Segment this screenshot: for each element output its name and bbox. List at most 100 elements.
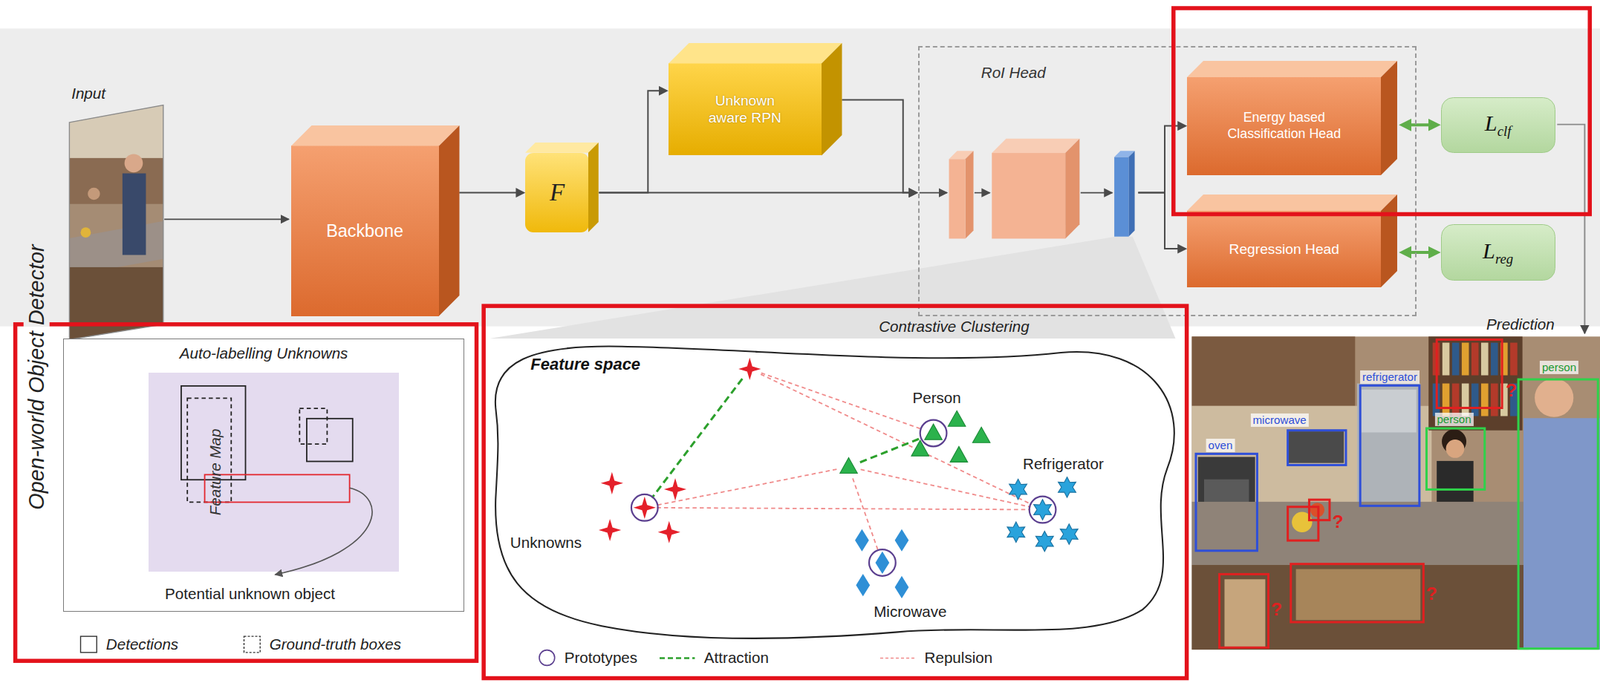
- legend-sample: [242, 635, 262, 655]
- node-label: Energy based Classification Head: [1222, 109, 1346, 142]
- text-label: refrigerator: [1360, 370, 1420, 385]
- person-sample: [840, 458, 858, 474]
- photo-book: [1471, 384, 1479, 417]
- label-anchor: Potential unknown object: [164, 584, 336, 604]
- feature-map-figure: [148, 372, 399, 572]
- label-anchor: Input: [71, 84, 106, 104]
- cube-side: [438, 125, 460, 316]
- attraction-line: [860, 438, 922, 463]
- input-photo: [60, 97, 174, 350]
- detection-box: [1360, 385, 1420, 506]
- repulsion-line: [657, 508, 1032, 511]
- cube-side: [1128, 150, 1135, 237]
- leader-arrow: [275, 488, 373, 576]
- photo-cabinet: [1192, 336, 1356, 406]
- flow-arrow: [598, 90, 663, 193]
- label-anchor: ?: [1331, 511, 1343, 535]
- text-label: Person: [909, 388, 963, 408]
- microwave-sample: [895, 576, 910, 599]
- photo-book: [1452, 384, 1460, 417]
- microwave-sample: [895, 529, 910, 552]
- unknown-sample: [633, 496, 656, 520]
- flow-arrow: [841, 100, 913, 194]
- photo-person: [124, 153, 144, 173]
- photo-person: [122, 173, 147, 256]
- legend-sample: [658, 652, 696, 664]
- legend-sample: [879, 652, 916, 664]
- cube-side: [1380, 60, 1398, 176]
- detection-box: [1290, 564, 1424, 623]
- input-arrow: [164, 218, 289, 220]
- photo-fruit: [80, 227, 92, 238]
- photo-pot: [1224, 579, 1265, 647]
- legend-entry: Attraction: [658, 649, 769, 668]
- node-heading: Feature space: [530, 355, 641, 375]
- projection-funnel: [489, 236, 1176, 339]
- node-label: Lclf: [1484, 109, 1512, 141]
- prototype-circle: [920, 420, 948, 448]
- legend-text: Repulsion: [924, 649, 994, 668]
- flow-arrow: [459, 192, 520, 194]
- label-anchor: refrigerator: [1360, 370, 1420, 385]
- repulsion-line: [852, 479, 878, 552]
- auto-label-panel: Auto-labelling UnknownsFeature Map: [63, 338, 465, 613]
- photo-book: [1490, 343, 1499, 376]
- microwave-sample: [854, 529, 870, 552]
- cube-side: [965, 150, 974, 239]
- text-label: Refrigerator: [1020, 455, 1107, 474]
- symbol-subscript: clf: [1497, 123, 1512, 139]
- detection-box: [1308, 499, 1329, 520]
- cube-top: [991, 138, 1080, 154]
- label-anchor: Person: [909, 388, 963, 408]
- cube-top: [1187, 194, 1398, 211]
- prototype-circle: [631, 494, 659, 522]
- photo-person: [1534, 378, 1574, 418]
- photo-cabinet: [60, 158, 174, 205]
- detection-box: [1288, 507, 1319, 541]
- text-label: Potential unknown object: [164, 584, 336, 604]
- cube-front: [991, 153, 1066, 239]
- photo-person: [1436, 461, 1473, 503]
- highlight-box: [1173, 8, 1590, 214]
- photo-book: [1510, 343, 1518, 376]
- loss-arrow: [1406, 123, 1433, 127]
- label-anchor: Contrastive Clustering: [878, 317, 1030, 336]
- feature-space-outline: [495, 346, 1175, 639]
- text-label: ?: [1331, 511, 1343, 535]
- repulsion-line: [656, 469, 837, 506]
- unknown-sample: [658, 521, 681, 544]
- detection-box: [1436, 339, 1502, 408]
- repulsion-line: [860, 470, 1032, 509]
- photo-microwave: [1288, 431, 1344, 464]
- photo-book: [1442, 384, 1450, 417]
- unknown-sample: [598, 519, 621, 542]
- prototype-circle: [869, 549, 896, 577]
- legend-box: [80, 636, 98, 653]
- highlight-box: [483, 306, 1187, 679]
- legend-line: [880, 657, 916, 659]
- node-heading: RoI Head: [981, 63, 1046, 83]
- node-label: Regression Head: [1229, 240, 1341, 258]
- roi-arrow: [1080, 192, 1113, 194]
- photo-cabinet: [1192, 565, 1529, 650]
- legend-text: Attraction: [704, 649, 769, 668]
- label-anchor: microwave: [1250, 413, 1309, 428]
- loss-box: Lreg: [1441, 224, 1556, 281]
- cube-top: [525, 142, 599, 154]
- label-anchor: Prediction: [1486, 314, 1555, 334]
- feature-map: Feature Map: [148, 372, 399, 572]
- refrigerator-sample: [1007, 522, 1026, 543]
- side-title: Open-world Object Detector: [23, 242, 50, 513]
- legend-text: Prototypes: [564, 649, 638, 668]
- label-anchor: Unknowns: [508, 533, 584, 552]
- refrigerator-sample: [1058, 477, 1077, 498]
- refrigerator-sample: [1009, 479, 1028, 500]
- detection-box: [306, 418, 353, 463]
- person-sample: [911, 440, 929, 457]
- label-anchor: Open-world Object Detector: [23, 242, 50, 513]
- text-label: ?: [1505, 379, 1517, 402]
- photo-book: [1471, 343, 1479, 376]
- label-anchor: person: [1539, 360, 1579, 374]
